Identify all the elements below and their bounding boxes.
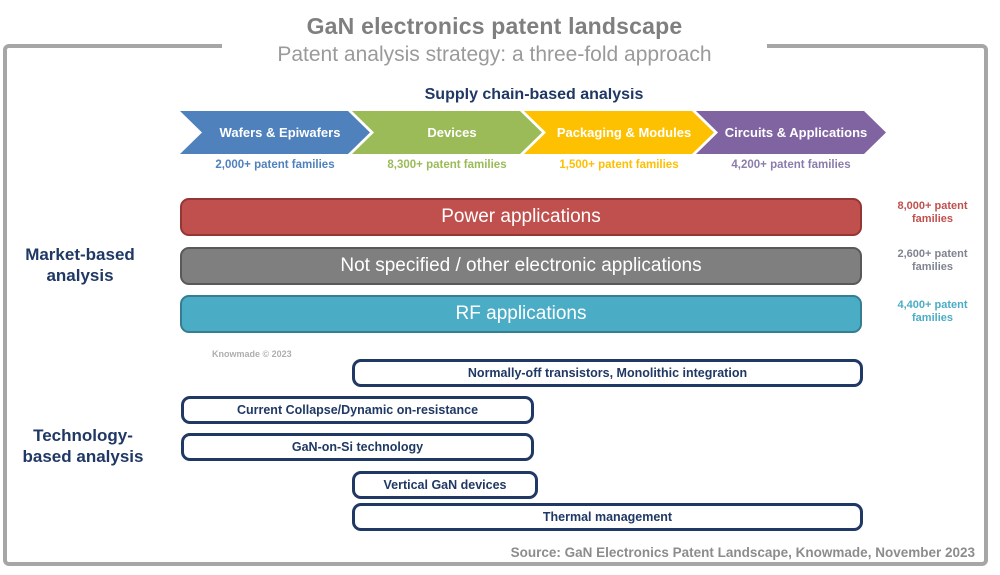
supply-chain-segment-devices: Devices <box>352 111 542 154</box>
market-bar-rf: RF applications <box>180 295 862 333</box>
supply-chain-segment-circuits: Circuits & Applications <box>696 111 886 154</box>
supply-chain-segment-wafers: Wafers & Epiwafers <box>180 111 370 154</box>
box-label: Current Collapse/Dynamic on-resistance <box>236 403 479 417</box>
source-note: Source: GaN Electronics Patent Landscape… <box>510 545 975 560</box>
segment-count-circuits: 4,200+ patent families <box>731 159 851 171</box>
market-analysis-heading: Market-based analysis <box>25 245 135 285</box>
box-label: Thermal management <box>542 510 673 524</box>
page-subtitle: Patent analysis strategy: a three-fold a… <box>277 43 712 66</box>
supply-chain-segment-packaging: Packaging & Modules <box>524 111 714 154</box>
market-count-not-specified: 2,600+ patent families <box>897 248 968 273</box>
market-count-power: 8,000+ patent families <box>897 200 968 225</box>
copyright-note: Knowmade © 2023 <box>212 349 292 359</box>
technology-box-normally-off: Normally-off transistors, Monolithic int… <box>352 359 863 387</box>
bar-label: Power applications <box>441 206 601 227</box>
title-card: GaN electronics patent landscape Patent … <box>222 0 767 88</box>
market-bar-not-specified: Not specified / other electronic applica… <box>180 247 862 285</box>
technology-box-vertical-gan: Vertical GaN devices <box>352 471 538 499</box>
segment-count-devices: 8,300+ patent families <box>387 159 507 171</box>
segment-label: Packaging & Modules <box>556 125 692 140</box>
market-count-rf: 4,400+ patent families <box>897 299 968 324</box>
box-label: Vertical GaN devices <box>383 478 507 492</box>
supply-chain-heading: Supply chain-based analysis <box>424 86 644 103</box>
bar-label: RF applications <box>455 303 587 324</box>
segment-label: Devices <box>427 125 477 140</box>
segment-label: Wafers & Epiwafers <box>219 125 341 140</box>
bar-label: Not specified / other electronic applica… <box>340 255 702 276</box>
page-title: GaN electronics patent landscape <box>306 13 683 39</box>
box-label: Normally-off transistors, Monolithic int… <box>467 366 748 380</box>
technology-box-current-collapse: Current Collapse/Dynamic on-resistance <box>181 396 534 424</box>
technology-box-thermal: Thermal management <box>352 503 863 531</box>
market-bar-power: Power applications <box>180 198 862 236</box>
segment-count-packaging: 1,500+ patent families <box>559 159 679 171</box>
technology-box-gan-on-si: GaN-on-Si technology <box>181 433 534 461</box>
box-label: GaN-on-Si technology <box>291 440 424 454</box>
technology-analysis-heading: Technology-based analysis <box>22 426 144 466</box>
segment-count-wafers: 2,000+ patent families <box>215 159 335 171</box>
segment-label: Circuits & Applications <box>724 125 868 140</box>
